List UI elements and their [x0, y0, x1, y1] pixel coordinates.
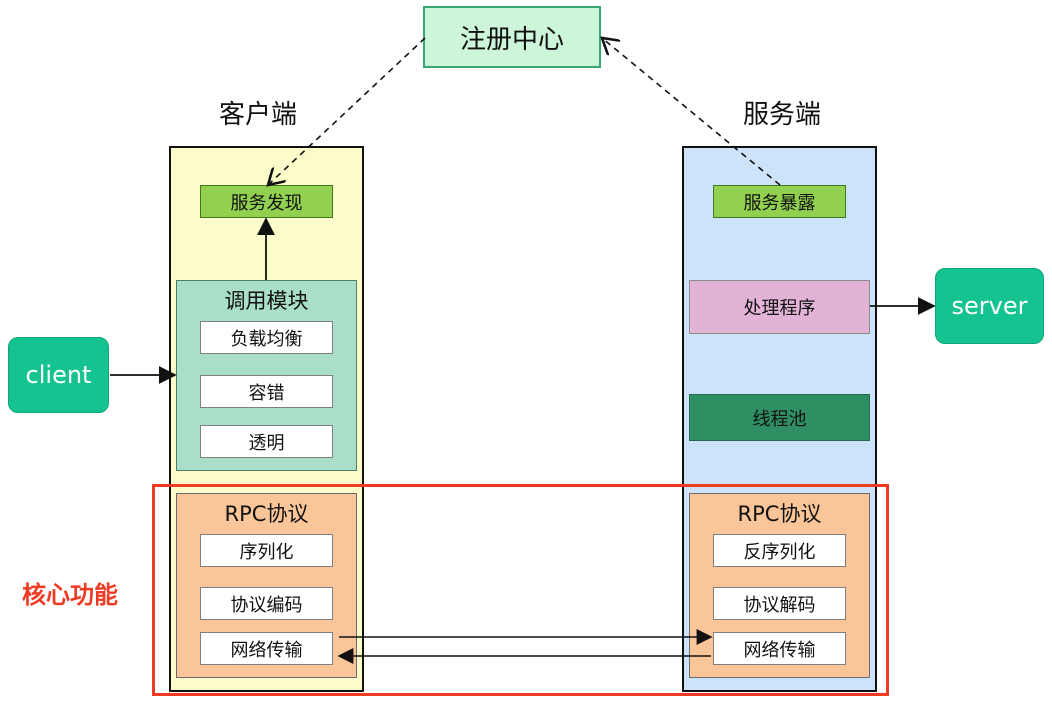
protocol-encoding-box: 协议编码 — [200, 587, 333, 620]
client-network-transport-box: 网络传输 — [200, 632, 333, 665]
invoke-module-title: 调用模块 — [224, 289, 309, 313]
transparency-box: 透明 — [200, 425, 333, 458]
serialization-box: 序列化 — [200, 534, 333, 567]
handler-box: 处理程序 — [689, 280, 870, 334]
deserialization-box: 反序列化 — [713, 534, 846, 567]
server-actor: server — [935, 268, 1044, 344]
client-actor: client — [8, 337, 109, 413]
client-rpc-protocol-title: RPC协议 — [224, 502, 309, 526]
core-function-label: 核心功能 — [22, 581, 118, 609]
fault-tolerance-box: 容错 — [200, 375, 333, 408]
load-balance-box: 负载均衡 — [200, 321, 333, 354]
server-rpc-protocol-title: RPC协议 — [737, 502, 822, 526]
service-discovery-box: 服务发现 — [200, 185, 333, 218]
service-exposure-box: 服务暴露 — [713, 185, 846, 218]
client-side-title: 客户端 — [218, 99, 297, 130]
protocol-decoding-box: 协议解码 — [713, 587, 846, 620]
server-side-title: 服务端 — [742, 99, 821, 130]
registry-center-box: 注册中心 — [423, 6, 601, 68]
core-function-frame — [152, 484, 889, 696]
server-network-transport-box: 网络传输 — [713, 632, 846, 665]
thread-pool-box: 线程池 — [689, 394, 870, 441]
